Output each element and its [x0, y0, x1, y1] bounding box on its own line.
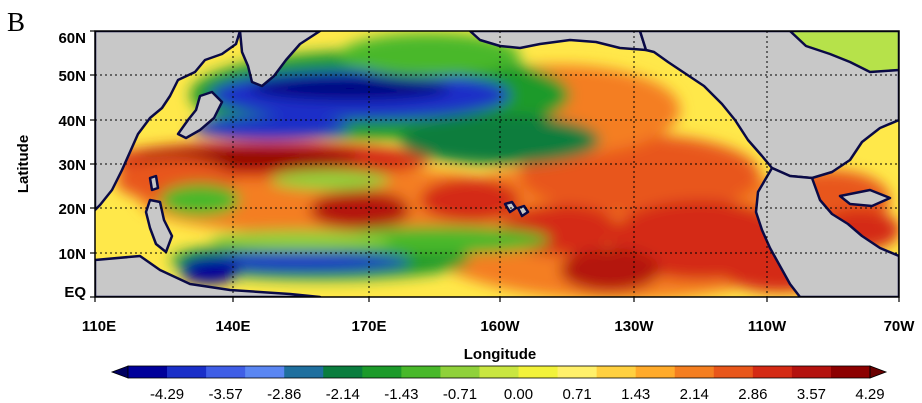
colorbar-label: 0.71	[563, 386, 592, 403]
colorbar-swatch	[635, 366, 676, 378]
colorbar-label: -2.86	[267, 386, 301, 403]
colorbar-swatch	[245, 366, 285, 378]
y-tick-label: EQ	[64, 284, 86, 301]
colorbar-swatch	[830, 366, 871, 378]
y-tick-label: 30N	[58, 157, 86, 174]
colorbar-swatch	[674, 366, 715, 378]
colorbar-swatch	[791, 366, 832, 378]
colorbar-swatch	[284, 366, 324, 378]
x-tick-label: 110W	[748, 318, 787, 335]
colorbar-label: -4.29	[150, 386, 184, 403]
colorbar-extend-high	[869, 365, 888, 379]
x-tick-label: 170E	[351, 318, 386, 335]
y-tick-label: 20N	[58, 201, 86, 218]
colorbar-swatch	[752, 366, 793, 378]
x-tick-label: 140E	[215, 318, 250, 335]
colorbar-swatch	[557, 366, 598, 378]
colorbar-label: -3.57	[209, 386, 243, 403]
colorbar-label: 1.43	[621, 386, 650, 403]
colorbar-labels: -4.29 -3.57 -2.86 -2.14 -1.43 -0.71 0.00 0.71 1.…	[150, 386, 885, 403]
y-tick-label: 60N	[58, 30, 86, 47]
colorbar-swatch	[401, 366, 441, 378]
colorbar-label: 0.00	[504, 386, 533, 403]
y-tick-label: 50N	[58, 68, 86, 85]
y-tick-label: 10N	[58, 246, 86, 263]
y-tick-labels: 60N 50N 40N 30N 20N 10N EQ	[58, 30, 86, 301]
colorbar-label: 2.14	[680, 386, 709, 403]
map-grid	[95, 31, 899, 297]
land	[95, 31, 899, 297]
colorbar-swatch	[206, 366, 246, 378]
colorbar-swatch	[596, 366, 637, 378]
colorbar-label: -2.14	[326, 386, 360, 403]
x-tick-label: 160W	[480, 318, 520, 335]
colorbar-swatch	[713, 366, 754, 378]
y-tick-label: 40N	[58, 113, 86, 130]
colorbar-swatch	[128, 366, 168, 378]
panel-letter: B	[7, 7, 25, 37]
x-axis-title: Longitude	[464, 346, 536, 363]
colorbar-extend-low	[110, 365, 129, 379]
x-tick-label: 130W	[614, 318, 654, 335]
colorbar-label: 3.57	[797, 386, 826, 403]
colorbar-swatch	[518, 366, 558, 378]
colorbar-outline	[127, 365, 871, 379]
colorbar-swatch	[479, 366, 519, 378]
map-area	[95, 31, 899, 297]
y-axis-title: Latitude	[15, 135, 32, 193]
tick-marks	[90, 30, 900, 302]
x-tick-label: 110E	[82, 318, 116, 335]
colorbar-swatch	[323, 366, 363, 378]
colorbar-swatch	[362, 366, 402, 378]
colorbar-swatch	[440, 366, 480, 378]
colorbar-label: -0.71	[443, 386, 477, 403]
colorbar-swatch	[167, 366, 207, 378]
colorbar	[110, 365, 888, 379]
colorbar-label: 2.86	[738, 386, 767, 403]
x-tick-labels: 110E 140E 170E 160W 130W 110W 70W	[82, 318, 915, 335]
x-tick-label: 70W	[884, 318, 916, 335]
colorbar-label: -1.43	[384, 386, 418, 403]
colorbar-label: 4.29	[855, 386, 884, 403]
